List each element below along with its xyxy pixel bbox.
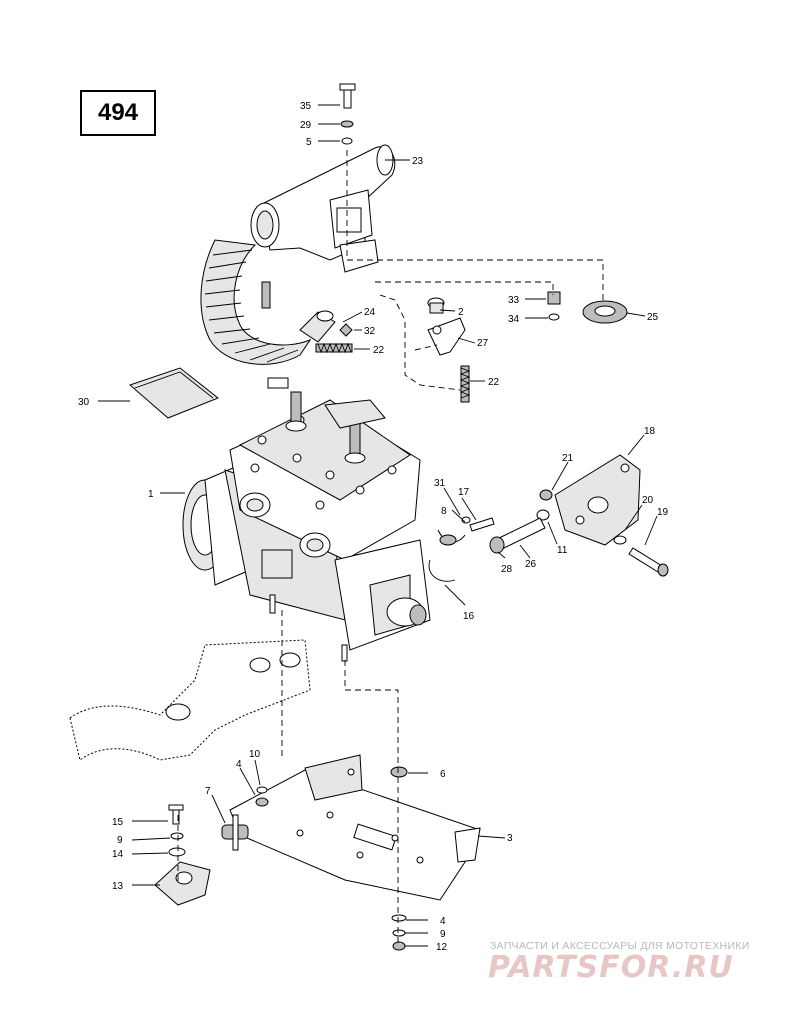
watermark-tagline: ЗАПЧАСТИ И АКСЕССУАРЫ ДЛЯ МОТОТЕХНИКИ [490, 940, 750, 952]
callout-9: 9 [117, 835, 123, 846]
callout-21: 21 [562, 453, 574, 464]
callout-8: 8 [441, 506, 447, 517]
callout-15: 15 [112, 817, 124, 828]
callout-4: 4 [236, 759, 242, 770]
callout-33: 33 [508, 295, 520, 306]
spring-22-bottom [459, 365, 471, 403]
callout-2: 2 [458, 307, 464, 318]
callout-24: 24 [364, 307, 376, 318]
engine-bracket-18 [489, 454, 669, 577]
small-hardware-top [339, 83, 628, 356]
callout-14: 14 [112, 849, 124, 860]
callout-26: 26 [525, 559, 537, 570]
callout-17: 17 [458, 487, 470, 498]
callout-30: 30 [78, 397, 90, 408]
exhaust-assembly [200, 144, 396, 365]
callout-20: 20 [642, 495, 654, 506]
callout-28: 28 [501, 564, 513, 575]
callout-3: 3 [507, 833, 513, 844]
callout-18: 18 [644, 426, 656, 437]
callout-19: 19 [657, 507, 669, 518]
engine-assembly [182, 377, 431, 662]
spring-exhaust [261, 281, 271, 309]
callout-6: 6 [440, 769, 446, 780]
callout-13: 13 [112, 881, 124, 892]
callout-9-b: 9 [440, 929, 446, 940]
callout-22: 22 [373, 345, 385, 356]
leader-lines [98, 104, 658, 947]
callout-23: 23 [412, 156, 424, 167]
callout-4-b: 4 [440, 916, 446, 927]
callout-labels: 35 29 5 23 24 32 22 2 33 34 25 27 22 30 … [78, 101, 669, 953]
callout-5: 5 [306, 137, 312, 148]
callout-27: 27 [477, 338, 489, 349]
mount-hardware [221, 766, 408, 951]
page-number-box: 494 [80, 90, 156, 136]
callout-29: 29 [300, 120, 312, 131]
callout-32: 32 [364, 326, 376, 337]
callout-31: 31 [434, 478, 446, 489]
callout-12: 12 [436, 942, 448, 953]
clip-hardware [428, 516, 495, 582]
watermark-logo: PARTSFOR.RU [488, 950, 734, 985]
callout-10: 10 [249, 749, 261, 760]
callout-1: 1 [148, 489, 154, 500]
exhaust-manifold [69, 639, 311, 761]
assembly-lines [177, 150, 604, 945]
engine-mount-plate [229, 754, 481, 901]
callout-7: 7 [205, 786, 211, 797]
callout-25: 25 [647, 312, 659, 323]
foam-pad-30 [129, 367, 219, 419]
rubber-mount-13 [154, 804, 211, 906]
callout-35: 35 [300, 101, 312, 112]
spring-22-top [315, 342, 353, 354]
page-number: 494 [97, 99, 139, 126]
callout-11: 11 [557, 545, 568, 556]
callout-34: 34 [508, 314, 520, 325]
callout-16: 16 [463, 611, 475, 622]
callout-22-b: 22 [488, 377, 500, 388]
